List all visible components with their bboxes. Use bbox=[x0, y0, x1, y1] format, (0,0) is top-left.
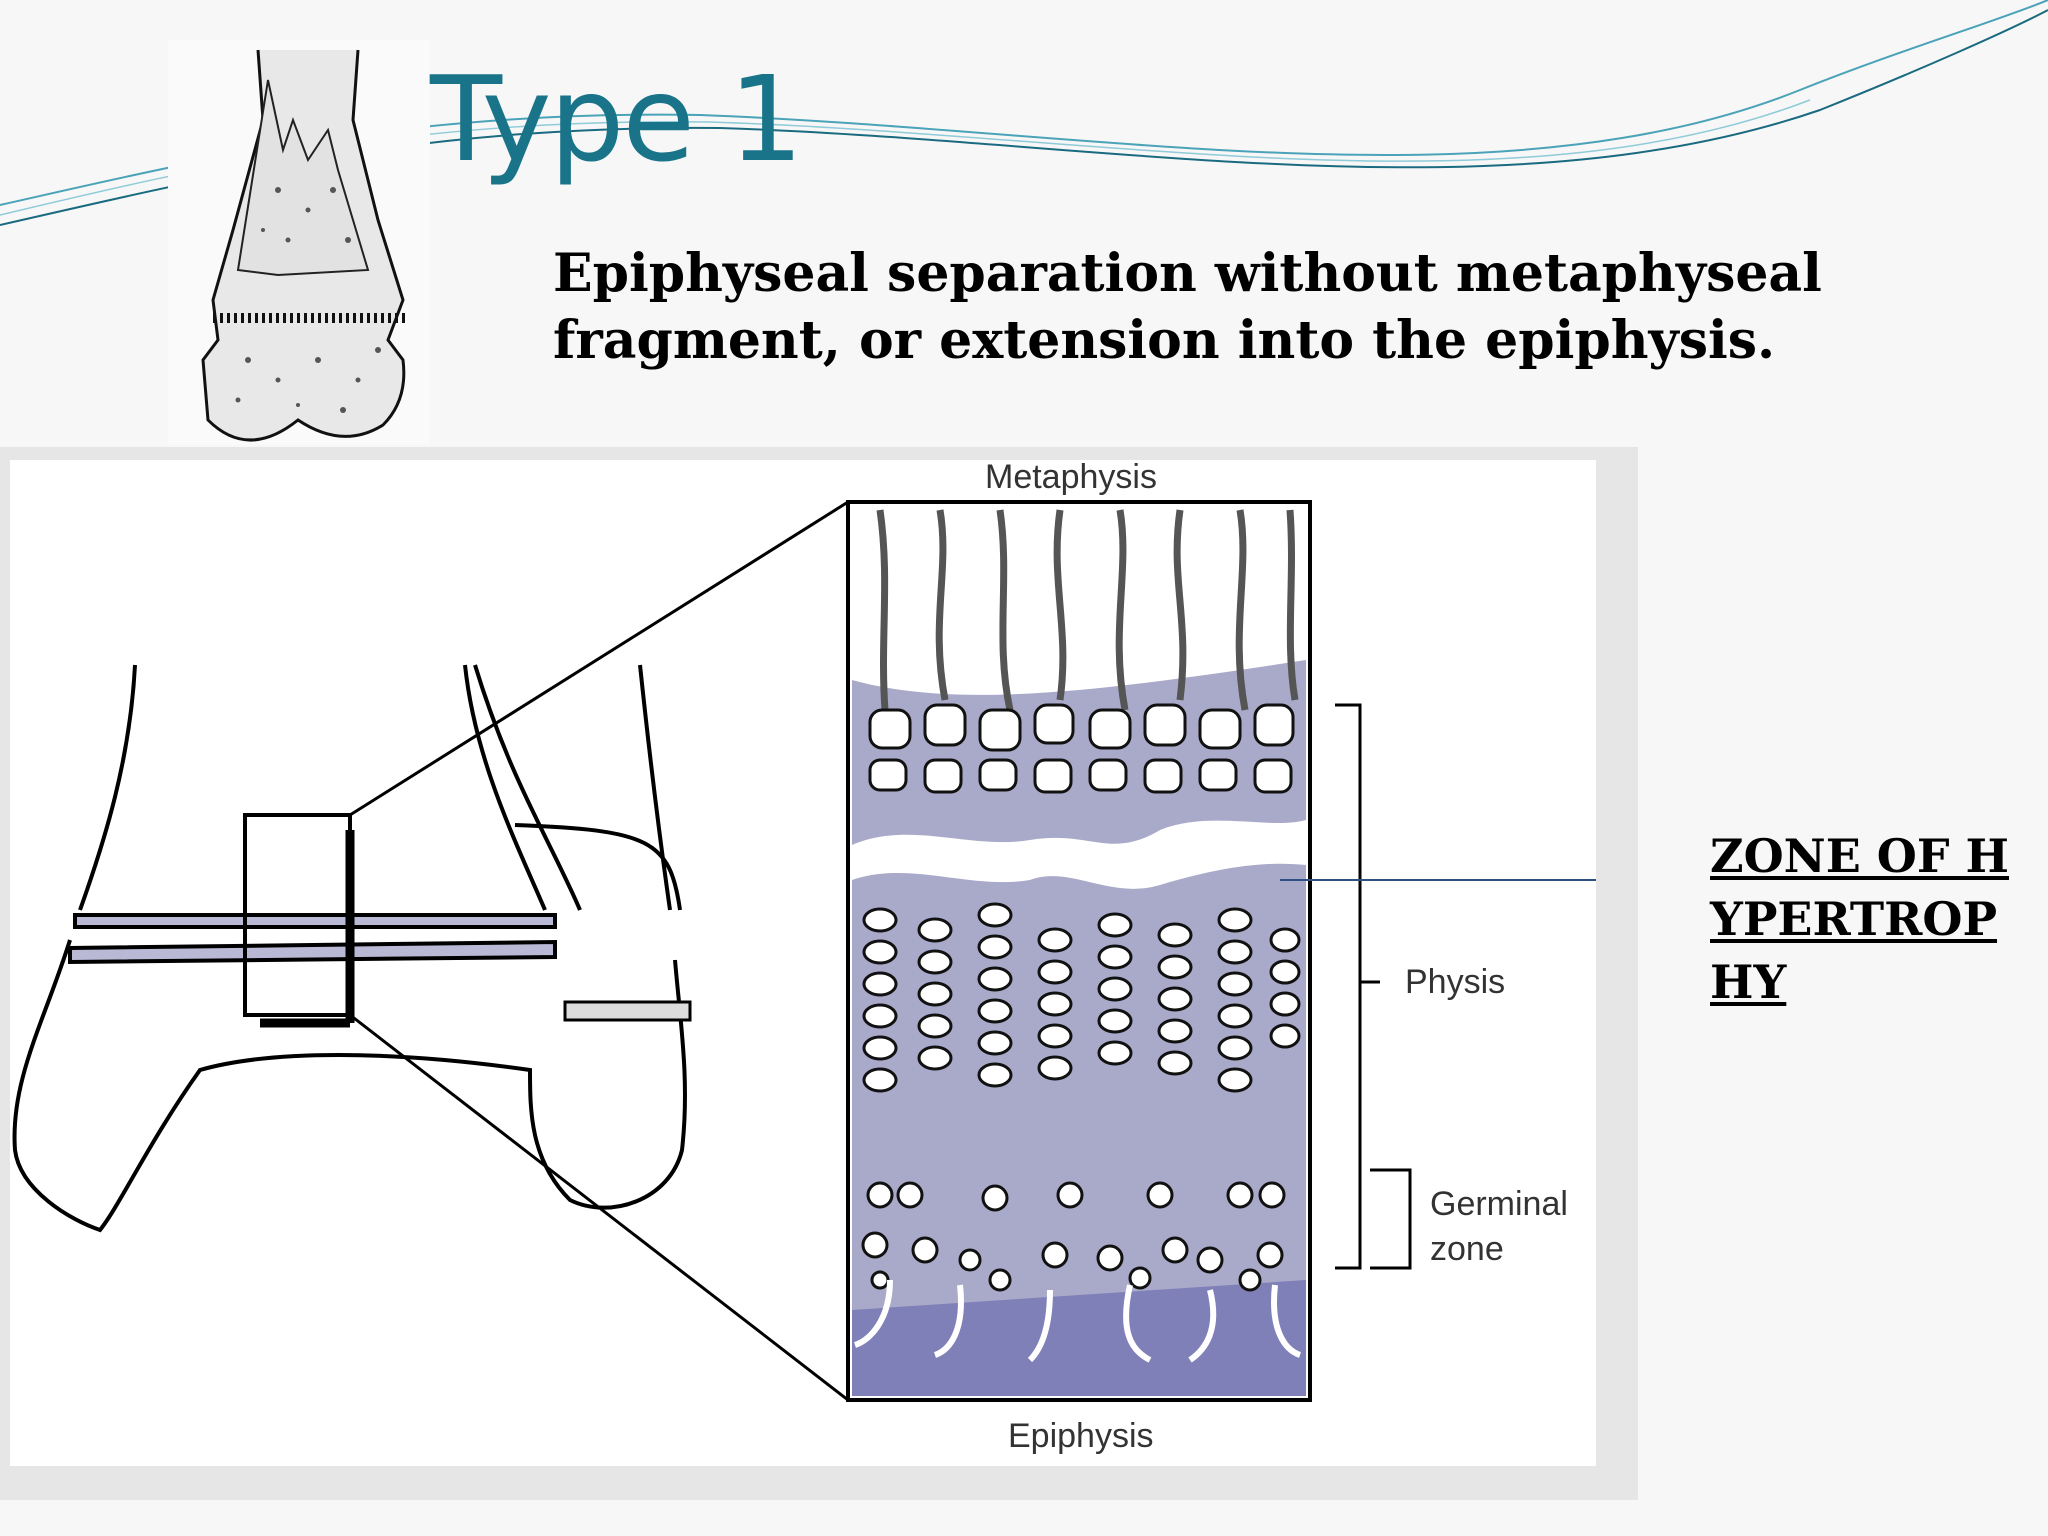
slide-subtitle: Epiphyseal separation without metaphysea… bbox=[553, 243, 1822, 371]
callout-arrow bbox=[1280, 879, 1596, 881]
physis-diagram: Metaphysis Physis Germinal zone Epiphysi… bbox=[10, 460, 1596, 1466]
slide-title: Type 1 bbox=[430, 50, 804, 188]
label-germinal-zone-line1: Germinal bbox=[1430, 1185, 1568, 1223]
label-epiphysis: Epiphysis bbox=[1008, 1417, 1154, 1455]
physis-bracket bbox=[1335, 703, 1380, 1270]
label-physis: Physis bbox=[1405, 963, 1505, 1001]
growth-plate-bands bbox=[68, 913, 692, 1022]
germinal-bracket bbox=[1370, 1168, 1412, 1270]
label-metaphysis: Metaphysis bbox=[985, 460, 1157, 496]
label-germinal-zone-line2: zone bbox=[1430, 1230, 1504, 1268]
zone-of-hypertrophy-label: ZONE OF HYPERTROPHY bbox=[1710, 829, 2009, 1009]
bone-outline bbox=[12, 664, 687, 1233]
magnified-panel bbox=[846, 500, 1312, 1402]
zoom-box bbox=[243, 500, 849, 1402]
bone-sketch-thumbnail bbox=[168, 40, 430, 445]
